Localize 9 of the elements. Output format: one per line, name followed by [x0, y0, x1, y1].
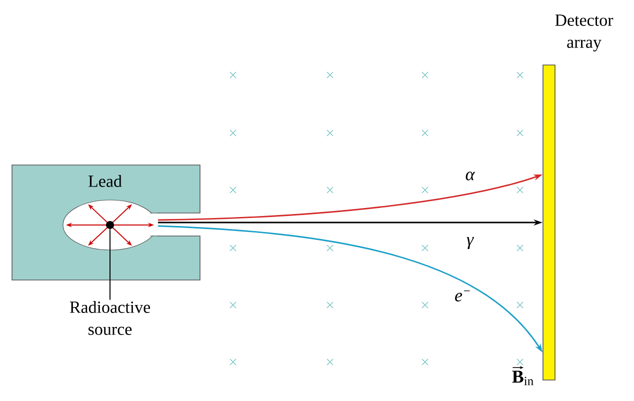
source-label: Radioactive source	[70, 301, 150, 335]
lead-block: Lead	[12, 164, 200, 280]
detector-bar: Detector array	[542, 14, 614, 380]
edge-label: α	[464, 170, 476, 182]
edge-label: γ	[465, 236, 475, 250]
edge-label: e$^{−}$	[454, 290, 472, 302]
field-label: B$_{in}$	[512, 366, 534, 386]
source-dot	[106, 221, 114, 229]
node-label: Detector array	[555, 14, 614, 52]
